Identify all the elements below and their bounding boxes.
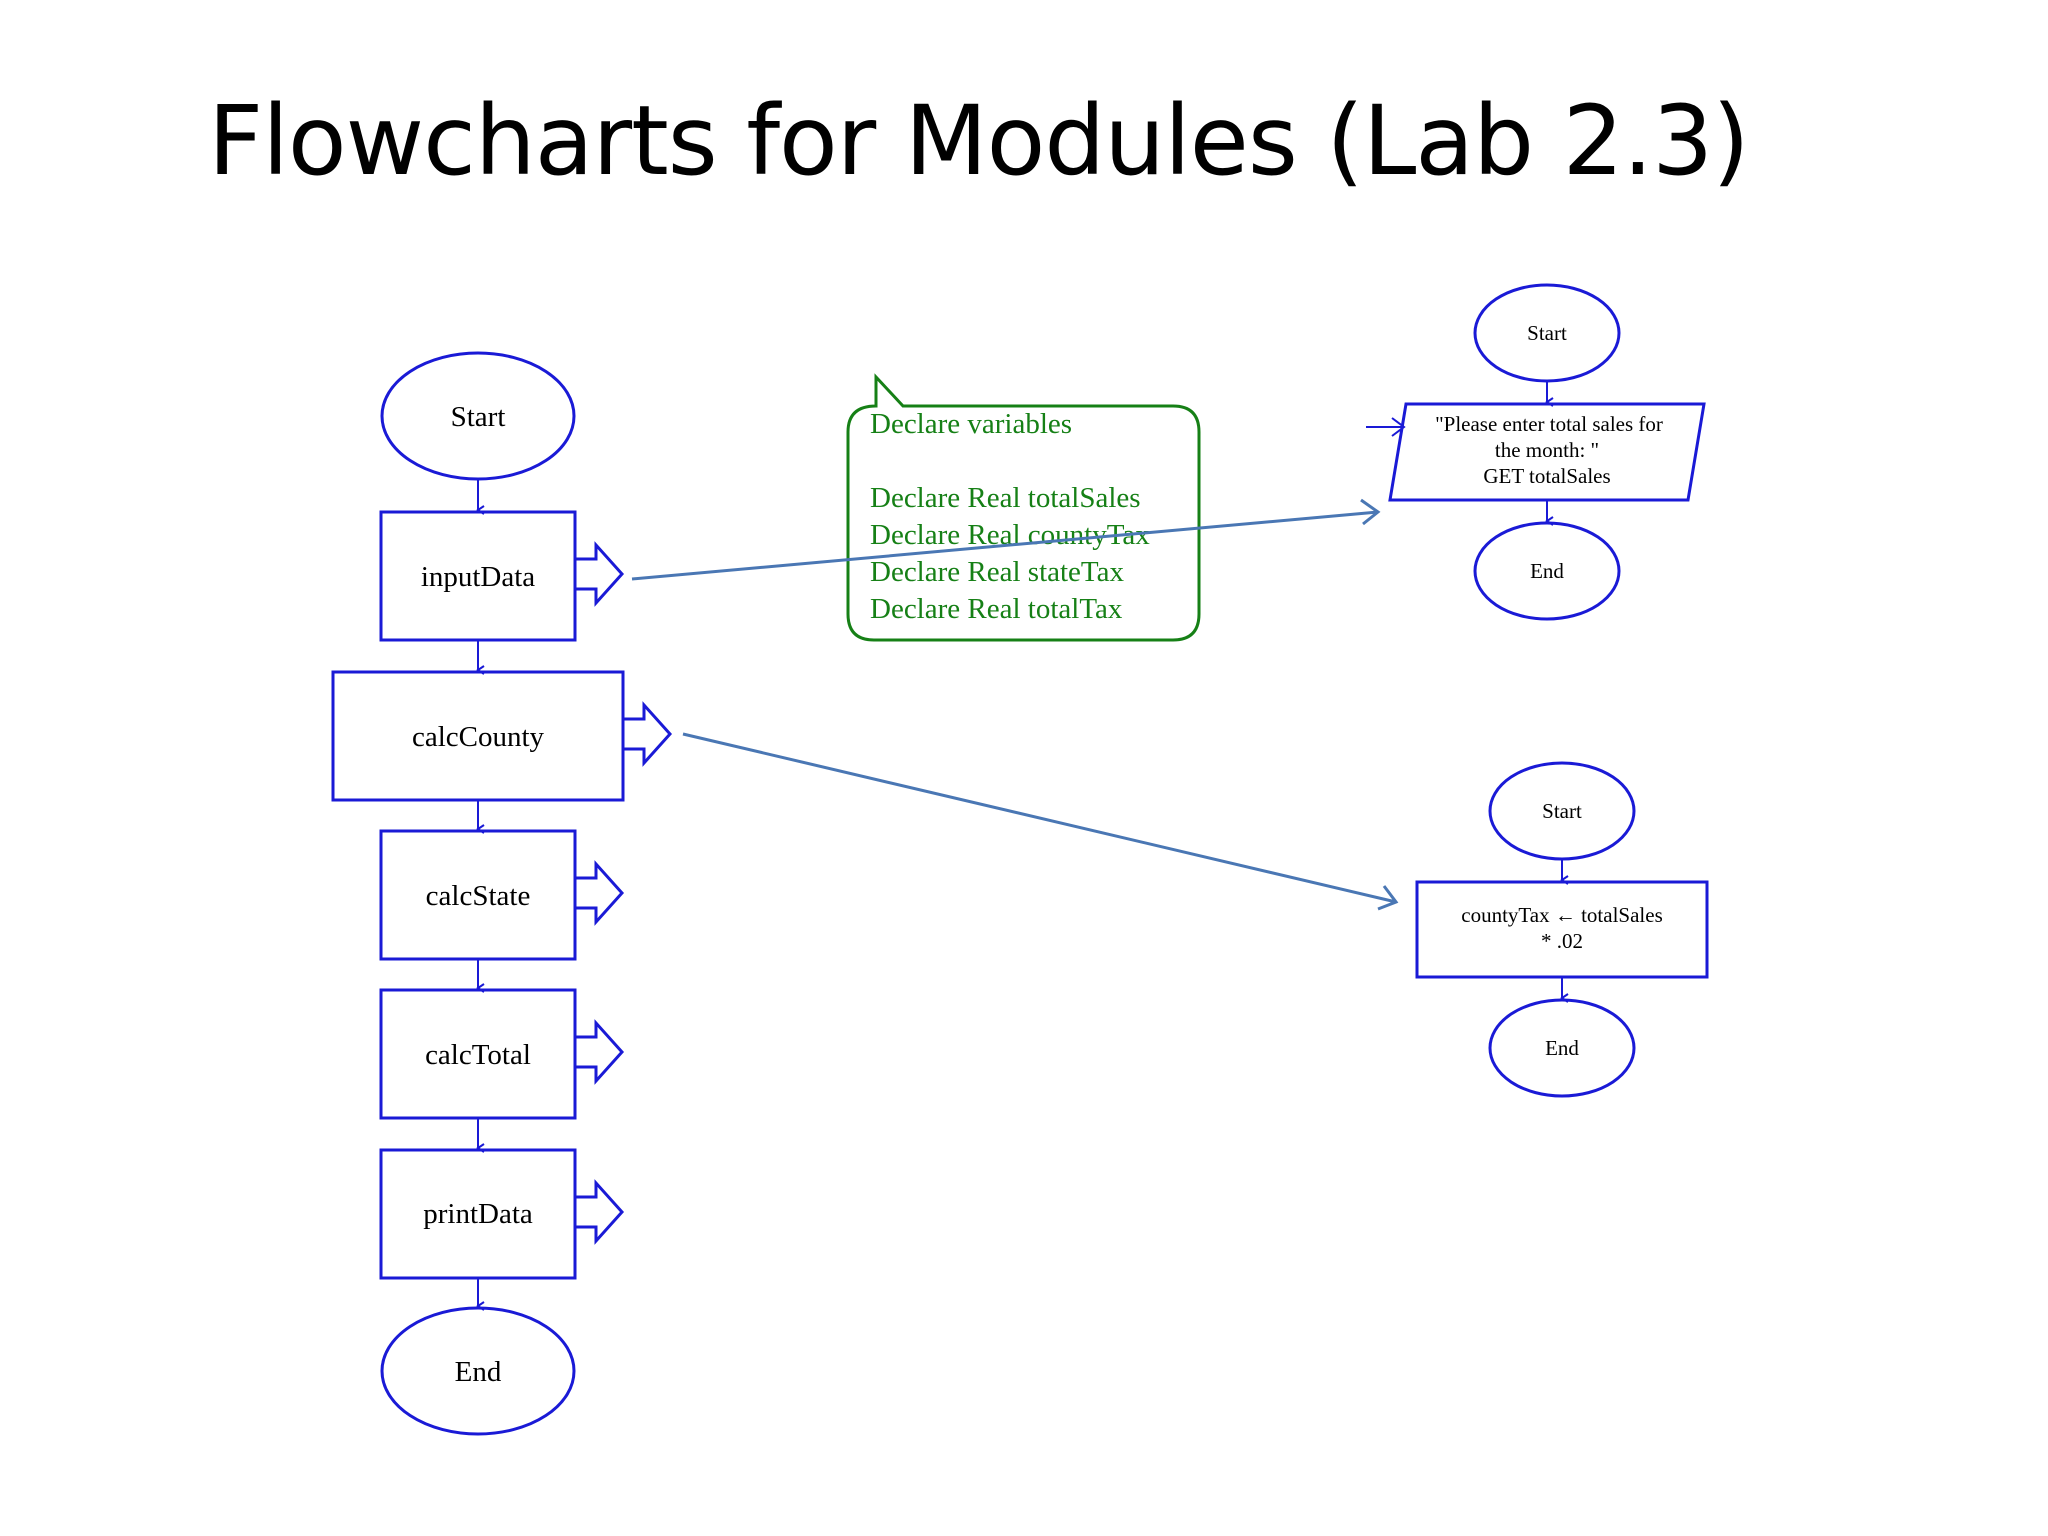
declare-variables-callout: Declare variables Declare Real totalSale… bbox=[846, 373, 1201, 642]
detail-connectors bbox=[631, 498, 1399, 911]
module-arrow-calcTotal bbox=[573, 1019, 625, 1085]
input-start-label: Start bbox=[1527, 321, 1567, 345]
main-end-label: End bbox=[455, 1356, 502, 1388]
module-arrow-inputData bbox=[573, 541, 625, 607]
county-module-labels: Start countyTax ← totalSales * .02 End bbox=[1461, 799, 1663, 1060]
connector-calcCounty bbox=[682, 732, 1397, 904]
module-arrow-printData bbox=[573, 1179, 625, 1245]
county-process-line-2: * .02 bbox=[1541, 929, 1583, 953]
module-label-calcCounty: calcCounty bbox=[412, 721, 545, 753]
module-arrow-calcState bbox=[573, 860, 625, 926]
connector-calcCounty-head bbox=[1377, 885, 1399, 911]
connector-inputData-head bbox=[1360, 498, 1381, 526]
input-end-label: End bbox=[1530, 559, 1564, 583]
slide-title: Flowcharts for Modules (Lab 2.3) bbox=[208, 85, 1750, 197]
input-io-parallelogram bbox=[1388, 402, 1706, 502]
input-module-connectors bbox=[1366, 381, 1554, 526]
county-process-line-1: countyTax ← totalSales bbox=[1461, 903, 1663, 927]
input-io-line-2: the month: " bbox=[1495, 438, 1599, 462]
county-end-label: End bbox=[1545, 1036, 1579, 1060]
module-label-inputData: inputData bbox=[421, 561, 535, 593]
input-io-line-1: "Please enter total sales for bbox=[1435, 412, 1663, 436]
module-label-printData: printData bbox=[423, 1198, 533, 1230]
callout-line-4: Declare Real totalTax bbox=[870, 593, 1123, 625]
county-start-label: Start bbox=[1542, 799, 1582, 823]
main-flow-labels: Start inputData calcCounty calcState cal… bbox=[412, 401, 545, 1388]
module-label-calcTotal: calcTotal bbox=[425, 1039, 531, 1071]
input-io-line-3: GET totalSales bbox=[1483, 464, 1610, 488]
module-arrow-calcCounty bbox=[621, 701, 673, 767]
callout-bubble bbox=[846, 373, 1201, 642]
callout-line-1: Declare Real totalSales bbox=[870, 482, 1141, 514]
module-label-calcState: calcState bbox=[426, 880, 531, 912]
input-module-labels: Start "Please enter total sales for the … bbox=[1435, 321, 1663, 583]
callout-line-3: Declare Real stateTax bbox=[870, 556, 1124, 588]
main-start-label: Start bbox=[451, 401, 506, 433]
connector-inputData bbox=[631, 510, 1379, 581]
callout-heading: Declare variables bbox=[870, 408, 1072, 440]
